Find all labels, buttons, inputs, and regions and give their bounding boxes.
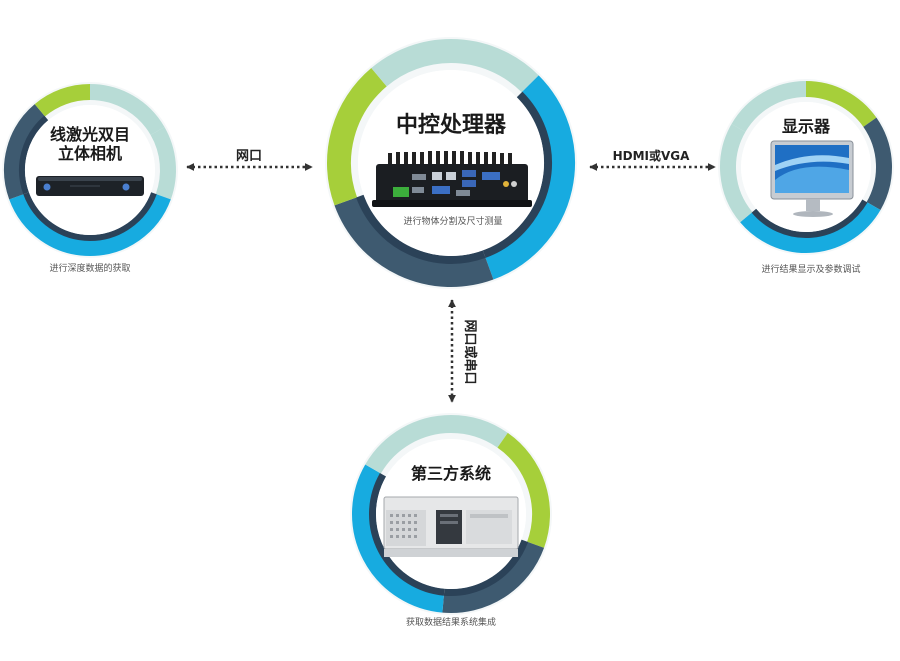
link-label-hdmi-vga: HDMI或VGA [613, 148, 691, 163]
ring-inner-segment [751, 199, 868, 238]
link-label-network-or-serial: 网口或串口 [462, 319, 478, 384]
industrial-pc-icon [372, 151, 532, 207]
camera-node: 线激光双目 立体相机 进行深度数据的获取 [36, 125, 144, 274]
third-party-node: 第三方系统 获取数据结果系统集成 [383, 464, 519, 628]
ring-center [25, 105, 155, 235]
ring-inner-segment [443, 539, 529, 596]
ring-outer-segment [450, 415, 508, 448]
camera-title-line2: 立体相机 [58, 144, 122, 163]
rack-server-icon [383, 496, 519, 557]
ring-outer-segment [352, 464, 445, 613]
monitor-icon [770, 140, 854, 217]
ring-outer-segment [334, 196, 494, 287]
third-party-title: 第三方系统 [411, 464, 491, 483]
ring-outer-segment [805, 81, 877, 128]
display-title: 显示器 [782, 117, 831, 136]
camera-ring [2, 82, 178, 258]
link-processor-third-party: 网口或串口 [447, 299, 478, 403]
display-caption: 进行结果显示及参数调试 [761, 263, 860, 275]
ring-inner-segment [482, 91, 552, 258]
link-camera-processor: 网口 [186, 149, 313, 172]
ring-outer-segment [89, 84, 165, 136]
stereo-camera-icon [36, 176, 144, 196]
processor-caption: 进行物体分割及尺寸测量 [403, 215, 502, 227]
ring-outer-segment [863, 117, 892, 210]
third-party-caption: 获取数据结果系统集成 [406, 616, 496, 628]
ring-outer-segment [450, 39, 539, 93]
display-node: 显示器 进行结果显示及参数调试 [761, 117, 860, 275]
ring-outer-segment [365, 415, 452, 474]
ring-outer-segment [497, 432, 550, 548]
ring-outer-segment [327, 68, 387, 206]
processor-title: 中控处理器 [396, 112, 507, 138]
ring-outer-segment [150, 127, 176, 200]
ring-outer-segment [740, 201, 881, 253]
ring-inner-segment [369, 473, 445, 596]
ring-outer-segment [9, 193, 171, 256]
ring-inner-segment [356, 194, 486, 264]
camera-caption: 进行深度数据的获取 [49, 262, 130, 274]
ring-inner-segment [19, 115, 49, 195]
ring-outer-segment [34, 84, 91, 117]
ring-outer-segment [731, 81, 807, 133]
ring-outer-segment [484, 75, 575, 280]
ring-inner-segment [23, 192, 157, 241]
ring-outer-segment [4, 104, 46, 200]
ring-outer-segment [720, 124, 753, 223]
camera-title-line1: 线激光双目 [50, 125, 130, 144]
link-processor-display: HDMI或VGA [589, 148, 716, 172]
processor-node: 中控处理器 [372, 112, 532, 227]
link-label-network: 网口 [236, 149, 262, 164]
processor-ring [325, 37, 577, 289]
ring-outer-segment [371, 39, 452, 87]
ring-outer-segment [442, 541, 545, 613]
ring-center [358, 70, 544, 256]
